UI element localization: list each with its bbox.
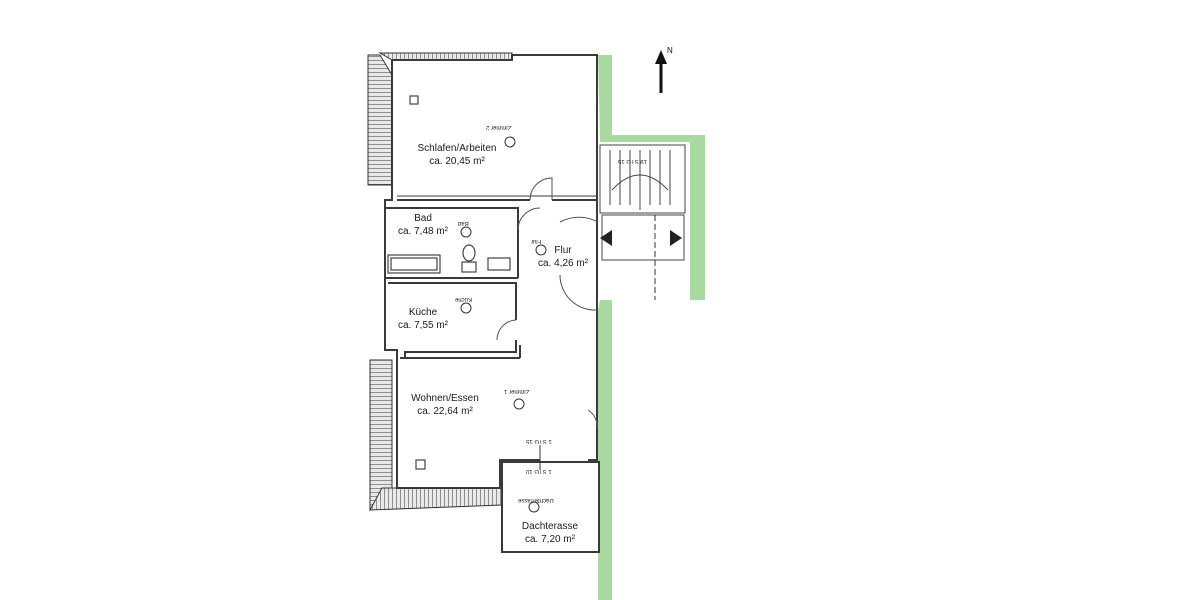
green-area xyxy=(598,55,705,600)
stair-landing-bg xyxy=(600,142,690,300)
room-name: Küche xyxy=(408,307,438,318)
room-area: ca. 7,48 m² xyxy=(397,226,449,237)
stamp-flur: Flur xyxy=(531,238,542,244)
room-symbols xyxy=(460,136,547,513)
room-name: Dachterasse xyxy=(521,521,579,532)
room-label-wohnen: Wohnen/Essen ca. 22,64 m² xyxy=(400,392,490,418)
section-arrow-right xyxy=(670,230,682,246)
room-area: ca. 7,20 m² xyxy=(524,534,576,545)
toilet xyxy=(461,244,477,273)
door-swings xyxy=(496,177,599,431)
room-area: ca. 22,64 m² xyxy=(417,406,473,417)
room-area: ca. 7,55 m² xyxy=(397,320,449,331)
walls xyxy=(384,54,598,489)
section-mark-1: 1 STG 15 xyxy=(526,438,552,444)
stamp-zimmer-2: Zimmer 2 xyxy=(486,124,512,130)
washbasin xyxy=(487,257,511,271)
stamp-kueche: Küche xyxy=(455,296,473,302)
bathtub xyxy=(387,254,441,274)
section-arrow-left xyxy=(600,230,612,246)
roof-hatch-top xyxy=(378,52,513,61)
room-area: ca. 20,45 m² xyxy=(429,156,485,167)
roof-hatch-upper-left xyxy=(367,54,393,186)
room-area: ca. 4,26 m² xyxy=(537,258,589,269)
stamp-dachterrasse: Dachterrasse xyxy=(518,497,554,503)
room-label-kueche: Küche ca. 7,55 m² xyxy=(388,306,458,332)
room-label-schlafen: Schlafen/Arbeiten ca. 20,45 m² xyxy=(392,142,522,168)
north-arrow-icon xyxy=(655,50,667,93)
stamp-stair: 19 STG 15 xyxy=(618,158,648,164)
room-name: Wohnen/Essen xyxy=(411,393,479,404)
stamp-zimmer-1: Zimmer 1 xyxy=(504,388,530,394)
stamp-bad: Bad xyxy=(458,220,469,226)
room-name: Flur xyxy=(554,245,572,256)
section-mark-2: 1 STG 10 xyxy=(526,468,552,474)
north-label: N xyxy=(667,46,673,55)
roof-hatch-bottom xyxy=(369,487,503,511)
room-name: Bad xyxy=(414,213,432,224)
room-label-dachterasse: Dachterasse ca. 7,20 m² xyxy=(505,520,595,546)
dachterasse-outline xyxy=(501,461,600,553)
room-label-bad: Bad ca. 7,48 m² xyxy=(388,212,458,238)
room-name: Schlafen/Arbeiten xyxy=(417,143,497,154)
fixture-marks xyxy=(409,95,426,470)
room-label-flur: Flur ca. 4,26 m² xyxy=(530,244,596,270)
